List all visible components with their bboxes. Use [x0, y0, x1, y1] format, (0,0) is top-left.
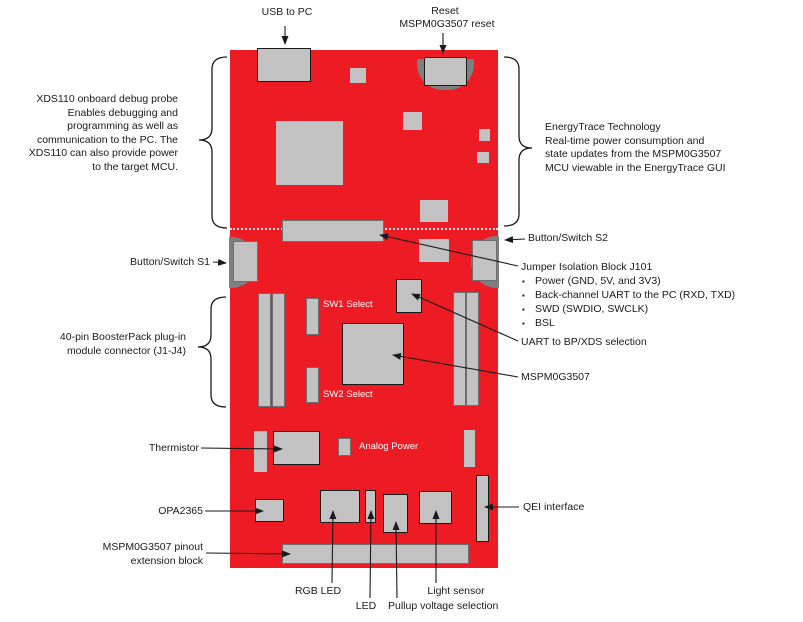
component-square-below-divider [419, 239, 449, 262]
jumper-isolation-title: Jumper Isolation Block J101 [521, 261, 653, 273]
xds110-debug-chip [276, 121, 343, 185]
sw1-select-silkscreen: SW1 Select [323, 299, 373, 310]
component-square-above-jumper [420, 200, 448, 222]
usb-connector [257, 48, 311, 82]
s1-arrow [212, 258, 227, 266]
button-s2 [472, 240, 497, 281]
component-right-strip [464, 430, 475, 467]
mcu-label: MSPM0G3507 [521, 371, 590, 383]
light-sensor-label: Light sensor [427, 585, 485, 597]
boosterpack-connector-right-col2 [466, 292, 479, 406]
uart-selection-label: UART to BP/XDS selection [521, 336, 647, 348]
led-component [365, 490, 376, 523]
energytrace-note: EnergyTrace Technology Real-time power c… [545, 121, 726, 174]
s2-arrow [504, 236, 526, 244]
light-sensor-component [419, 491, 452, 524]
button-s1-label: Button/Switch S1 [130, 256, 210, 268]
boosterpack-connector-left-col1 [258, 293, 271, 407]
opa2365-label: OPA2365 [158, 505, 203, 517]
rgb-led-component [320, 490, 360, 523]
component-medium-square [403, 112, 422, 130]
boosterpack-label: 40-pin BoosterPack plug-in module connec… [59, 331, 186, 357]
bullet-icon [521, 303, 535, 317]
pullup-voltage-label: Pullup voltage selection [388, 600, 499, 612]
component-small-square-top [350, 68, 366, 83]
jumper-bullet-power: Power (GND, 5V, and 3V3) [521, 275, 735, 289]
thermistor-label: Thermistor [148, 442, 199, 454]
pinout-extension-label: MSPM0G3507 pinout extension block [102, 541, 203, 567]
jumper-bullet-list: Power (GND, 5V, and 3V3) Back-channel UA… [521, 275, 735, 331]
jumper-bullet-bsl: BSL [521, 317, 735, 331]
qei-connector [476, 475, 489, 542]
xds110-brace [198, 56, 228, 229]
energytrace-brace [503, 56, 533, 227]
opa2365-chip [255, 499, 284, 522]
jumper-isolation-block-j101 [282, 220, 384, 242]
rgb-led-label: RGB LED [294, 585, 342, 597]
sw2-select-jumper [306, 367, 319, 403]
analog-power-jumper [338, 438, 351, 456]
bullet-icon [521, 289, 535, 303]
boosterpack-connector-right-col1 [453, 292, 466, 406]
thermistor-block [273, 431, 320, 465]
reset-label-line2: MSPM0G3507 reset [399, 18, 495, 30]
reset-button [424, 57, 467, 86]
bullet-icon [521, 317, 535, 331]
component-edge-square-2 [477, 152, 489, 163]
pinout-extension-block [282, 544, 469, 564]
jumper-bullet-uart: Back-channel UART to the PC (RXD, TXD) [521, 289, 735, 303]
button-s1 [233, 241, 258, 282]
analog-power-silkscreen: Analog Power [359, 441, 419, 452]
qei-interface-label: QEI interface [523, 501, 585, 513]
boosterpack-brace [197, 296, 227, 408]
jumper-bullet-swd: SWD (SWDIO, SWCLK) [521, 303, 735, 317]
usb-to-pc-label: USB to PC [261, 6, 313, 18]
mspm0g3507-mcu-chip [342, 323, 404, 385]
sw2-select-silkscreen: SW2 Select [323, 389, 373, 400]
reset-label-line1: Reset [431, 5, 459, 17]
button-s2-label: Button/Switch S2 [528, 232, 608, 244]
led-label: LED [355, 600, 377, 612]
component-edge-square-1 [479, 129, 490, 141]
boosterpack-connector-left-col2 [272, 293, 285, 407]
thermistor-strip [254, 431, 267, 472]
uart-selection-jumper [396, 279, 422, 313]
bullet-icon [521, 275, 535, 289]
xds110-note: XDS110 onboard debug probe Enables debug… [28, 93, 178, 173]
sw1-select-jumper [306, 298, 319, 335]
pullup-voltage-jumper [383, 494, 408, 533]
